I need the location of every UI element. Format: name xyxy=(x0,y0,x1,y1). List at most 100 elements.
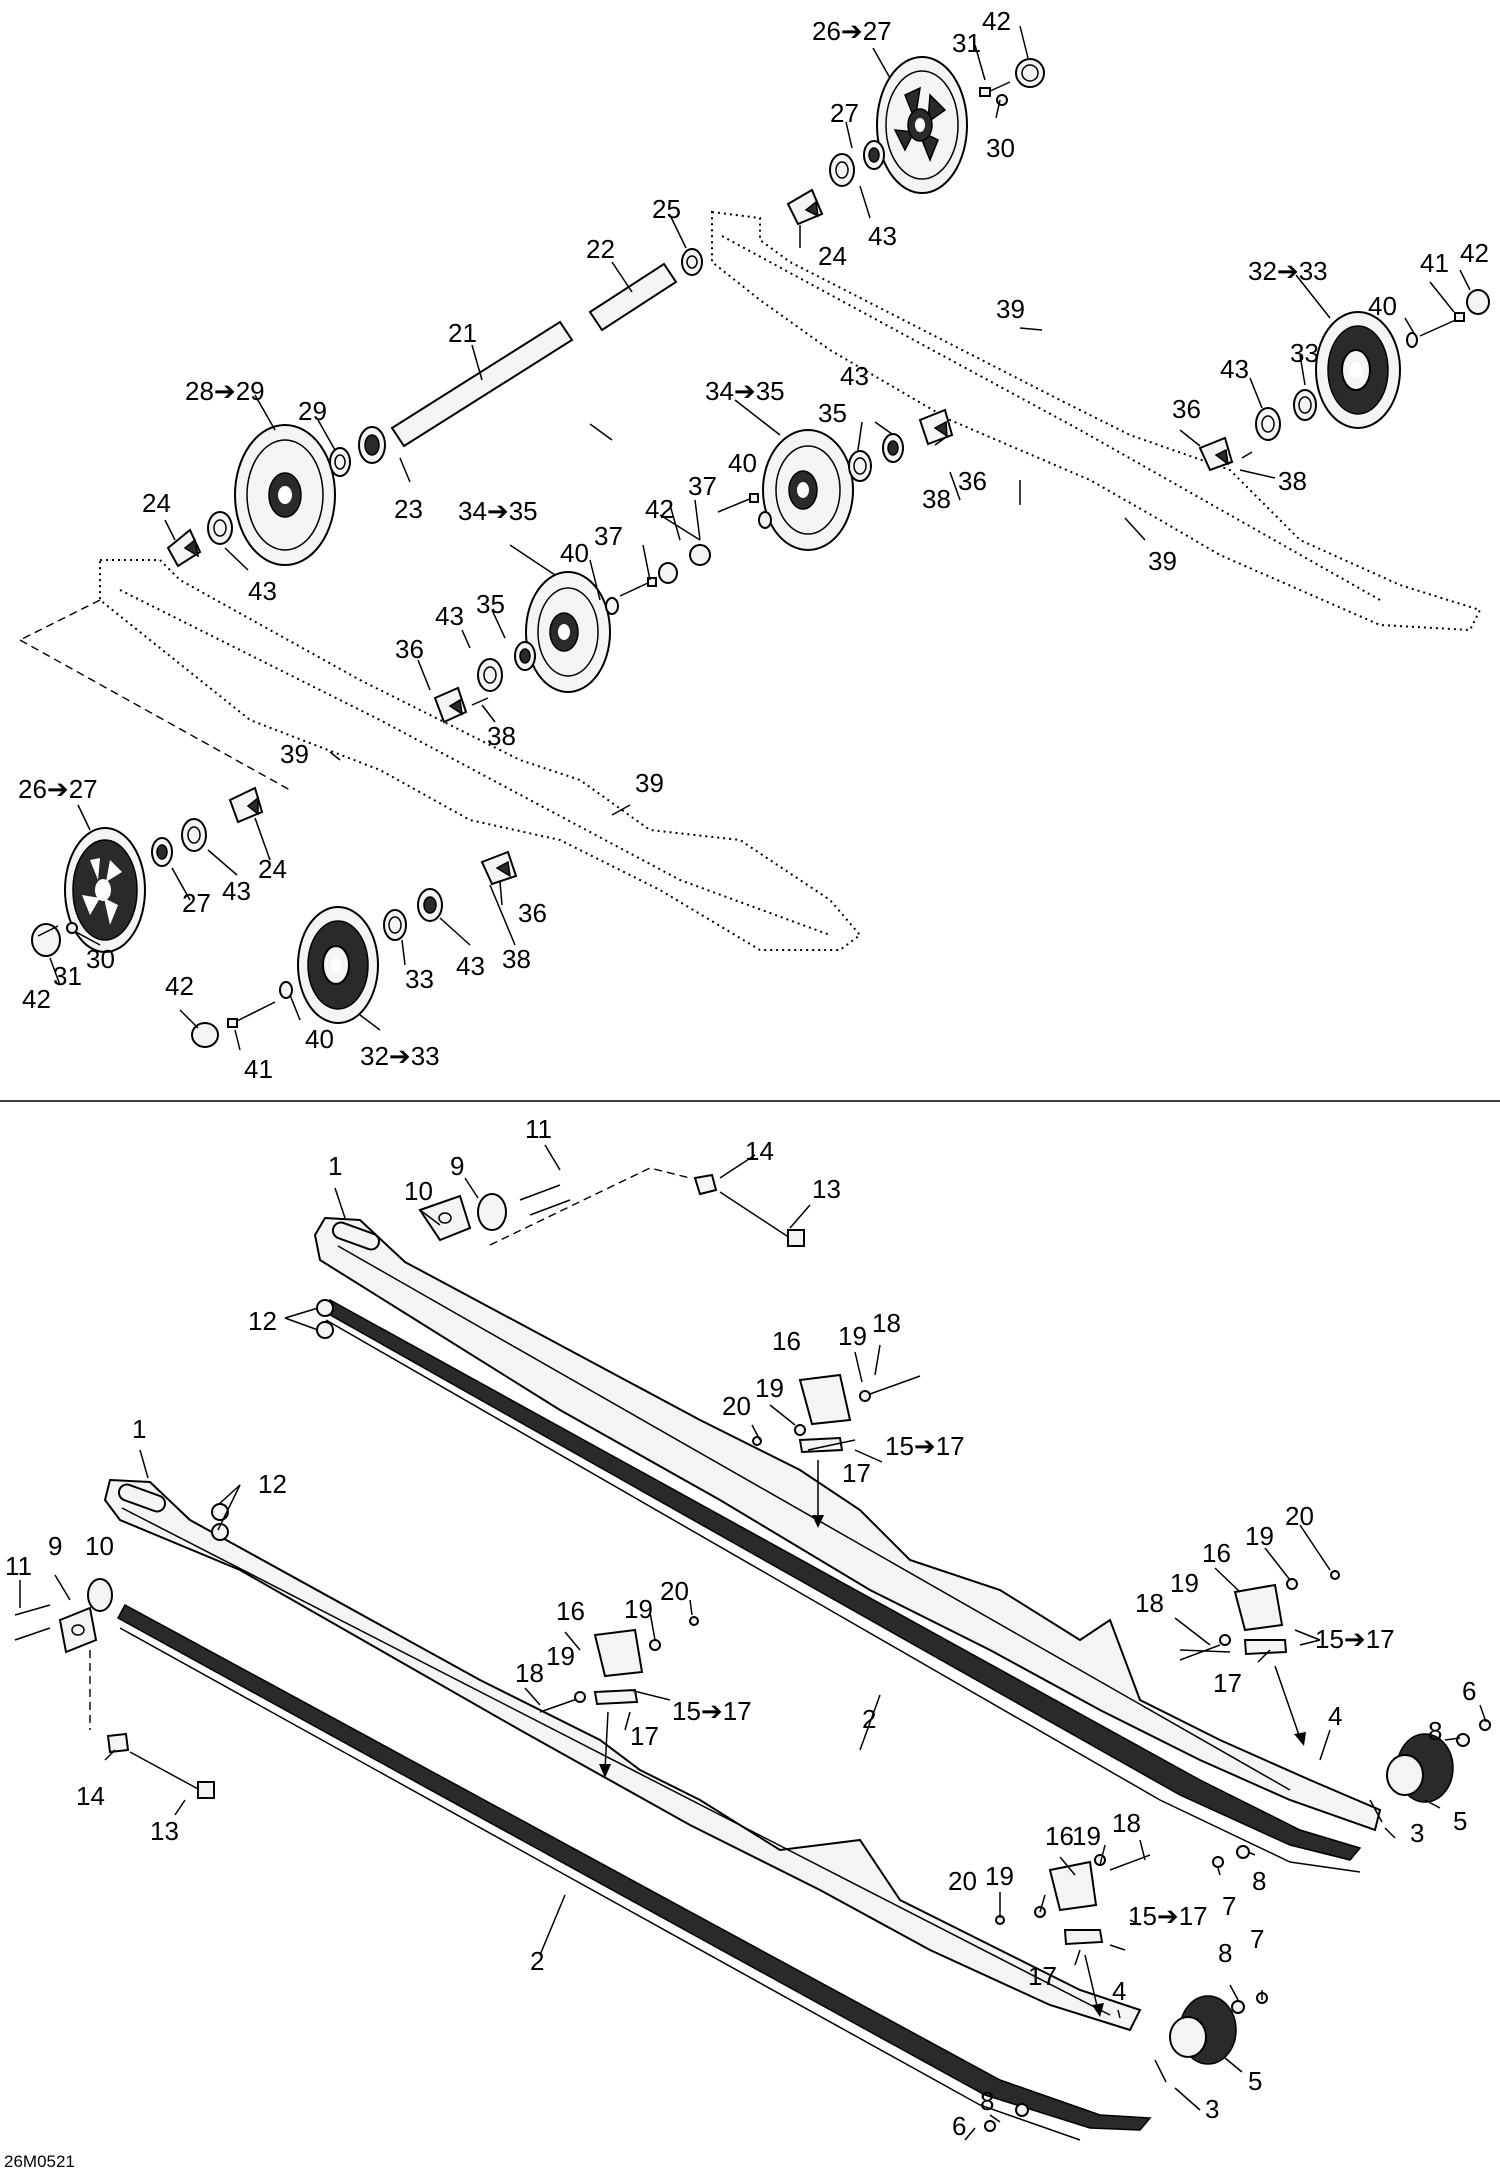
callout-label: 5 xyxy=(1453,1806,1467,1836)
callout-label: 25 xyxy=(652,194,681,224)
callout-label: 40 xyxy=(1368,291,1397,321)
callout-label: 43 xyxy=(435,601,464,631)
wheel-32-33-upper xyxy=(1315,311,1401,429)
callout-label: 42 xyxy=(645,494,674,524)
callout-label: 23 xyxy=(394,494,423,524)
callout-label: 42 xyxy=(22,984,51,1014)
callout-label: 9 xyxy=(450,1151,464,1181)
callout-label: 7 xyxy=(1222,1891,1236,1921)
alignment-line-2 xyxy=(19,639,291,791)
callout-label: 35 xyxy=(476,589,505,619)
callout-label: 19 xyxy=(546,1641,575,1671)
callout-label: 41 xyxy=(1420,248,1449,278)
callout-label: 36 xyxy=(395,634,424,664)
bearings-and-washers xyxy=(31,58,1490,1048)
callout-label: 41 xyxy=(244,1054,273,1084)
callout-label: 16 xyxy=(1202,1538,1231,1568)
callout-label: 31 xyxy=(53,961,82,991)
callout-label: 36 xyxy=(958,466,987,496)
callout-label: 20 xyxy=(722,1391,751,1421)
callout-label: 34➔35 xyxy=(458,496,538,526)
callout-label: 12 xyxy=(258,1469,287,1499)
callout-label: 6 xyxy=(1462,1676,1476,1706)
callout-label: 27 xyxy=(182,888,211,918)
callout-label: 24 xyxy=(818,241,847,271)
callout-label: 40 xyxy=(305,1024,334,1054)
callout-label: 43 xyxy=(868,221,897,251)
callout-label: 14 xyxy=(76,1781,105,1811)
top-assembly xyxy=(19,25,1490,1051)
brackets xyxy=(166,188,1234,886)
callout-label: 19 xyxy=(838,1321,867,1351)
alignment-line-1 xyxy=(19,599,101,641)
callout-label: 19 xyxy=(985,1861,1014,1891)
callout-label: 36 xyxy=(518,898,547,928)
callout-label: 15➔17 xyxy=(1128,1901,1208,1931)
callout-label: 10 xyxy=(85,1531,114,1561)
callout-label: 16 xyxy=(1045,1821,1074,1851)
callout-label: 21 xyxy=(448,318,477,348)
callout-label: 43 xyxy=(248,576,277,606)
callout-label: 40 xyxy=(560,538,589,568)
wheel-26-27-top xyxy=(876,56,968,194)
callout-label: 16 xyxy=(556,1596,585,1626)
callout-label: 6 xyxy=(952,2111,966,2141)
callout-label: 13 xyxy=(812,1174,841,1204)
bolts xyxy=(37,81,1465,1028)
slider-blocks xyxy=(593,1373,1306,2017)
slide-strip-2-upper xyxy=(324,1298,1362,1861)
rear-stoppers xyxy=(984,1719,1491,2132)
callout-label: 20 xyxy=(660,1576,689,1606)
callout-label: 35 xyxy=(818,398,847,428)
callout-label: 1 xyxy=(132,1414,146,1444)
callout-label: 10 xyxy=(404,1176,433,1206)
callout-label: 24 xyxy=(142,488,171,518)
callout-label: 38 xyxy=(1278,466,1307,496)
callout-label: 12 xyxy=(248,1306,277,1336)
bottom-assembly xyxy=(14,1144,1491,2141)
callout-label: 37 xyxy=(594,521,623,551)
callout-label: 43 xyxy=(840,361,869,391)
callout-label: 36 xyxy=(1172,394,1201,424)
callout-label: 38 xyxy=(502,944,531,974)
callout-label: 11 xyxy=(525,1114,552,1144)
callout-label: 15➔17 xyxy=(672,1696,752,1726)
callout-label: 27 xyxy=(830,98,859,128)
callout-label: 15➔17 xyxy=(885,1431,965,1461)
callout-label: 26➔27 xyxy=(812,16,892,46)
callout-label: 38 xyxy=(922,484,951,514)
callout-label: 30 xyxy=(986,133,1015,163)
callout-label: 39 xyxy=(635,768,664,798)
callout-label: 11 xyxy=(5,1551,32,1581)
wheel-28-29 xyxy=(234,424,336,566)
callout-label: 18 xyxy=(1135,1588,1164,1618)
callout-label: 43 xyxy=(222,876,251,906)
callout-label: 42 xyxy=(165,971,194,1001)
wheel-26-27-lower xyxy=(64,827,146,953)
callout-label: 18 xyxy=(872,1308,901,1338)
callout-label: 28➔29 xyxy=(185,376,265,406)
callout-label: 19 xyxy=(1170,1568,1199,1598)
callout-label: 8 xyxy=(980,2086,994,2116)
rail-1-lower xyxy=(103,1478,1142,2032)
callout-label: 42 xyxy=(982,6,1011,36)
callout-label: 3 xyxy=(1410,1818,1424,1848)
callout-label: 34➔35 xyxy=(705,376,785,406)
callout-label: 43 xyxy=(1220,354,1249,384)
wheel-34-35-lower xyxy=(525,571,611,693)
callout-label: 40 xyxy=(728,448,757,478)
callout-label: 19 xyxy=(1245,1521,1274,1551)
callout-label: 8 xyxy=(1218,1938,1232,1968)
leader-lines-top xyxy=(49,25,1471,1051)
callout-labels-bottom: 11 14 1 9 13 10 12 16 19 18 20 19 15➔17 … xyxy=(5,1114,1476,2141)
callout-label: 20 xyxy=(1285,1501,1314,1531)
callout-label: 1 xyxy=(328,1151,342,1181)
callout-labels-top: 26➔27 42 31 27 30 25 43 24 22 32➔33 42 4… xyxy=(18,6,1489,1084)
callout-label: 2 xyxy=(862,1704,876,1734)
callout-label: 18 xyxy=(1112,1808,1141,1838)
callout-label: 15➔17 xyxy=(1315,1624,1395,1654)
callout-label: 9 xyxy=(48,1531,62,1561)
callout-label: 31 xyxy=(952,28,981,58)
